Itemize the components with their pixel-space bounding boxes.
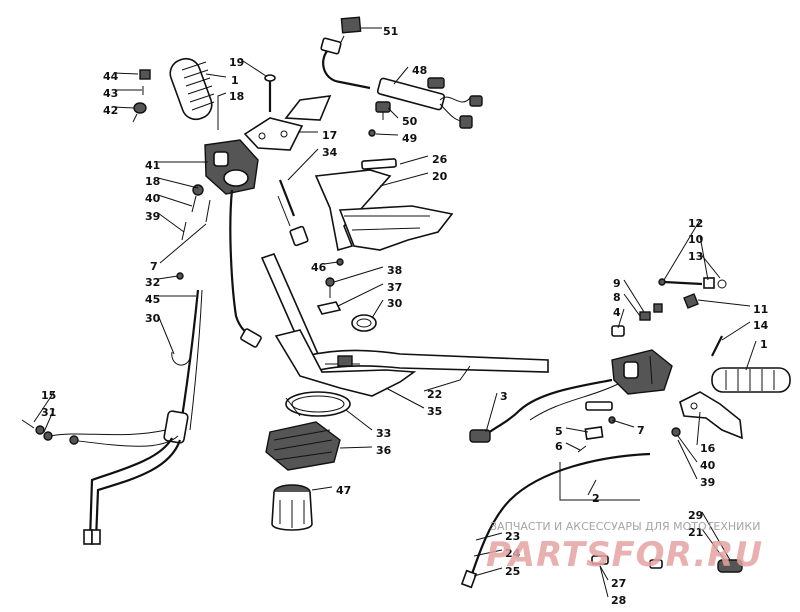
part-lower-hardware <box>591 555 743 573</box>
part-bolt-19 <box>264 74 276 112</box>
part-wiring-harness <box>320 37 483 129</box>
callout-22: 22 <box>427 388 442 401</box>
callout-26: 26 <box>432 153 448 166</box>
callout-33: 33 <box>376 427 391 440</box>
callout-1: 1 <box>231 74 239 87</box>
callout-45: 45 <box>145 293 160 306</box>
callout-50: 50 <box>402 115 418 128</box>
callout-27: 27 <box>611 577 626 590</box>
callout-1: 1 <box>760 338 768 351</box>
callout-42: 42 <box>103 104 118 117</box>
part-grip-sleeve <box>271 484 313 531</box>
part-small-hardware-left <box>132 69 151 123</box>
callout-8: 8 <box>613 291 621 304</box>
part-right-grip <box>711 367 791 393</box>
callout-39: 39 <box>145 210 160 223</box>
callout-20: 20 <box>432 170 448 183</box>
callout-11: 11 <box>753 303 768 316</box>
part-handlebar-pad <box>314 158 454 266</box>
callout-51: 51 <box>383 25 398 38</box>
callout-36: 36 <box>376 444 392 457</box>
callout-23: 23 <box>505 530 520 543</box>
part-throttle-cable <box>229 189 257 341</box>
callout-12: 12 <box>688 217 703 230</box>
callout-44: 44 <box>103 70 119 83</box>
parts-illustration <box>21 16 791 589</box>
callout-43: 43 <box>103 87 118 100</box>
part-right-switch-housing <box>611 303 673 395</box>
callout-18: 18 <box>145 175 160 188</box>
callout-24: 24 <box>505 547 521 560</box>
callout-46: 46 <box>311 261 327 274</box>
callout-9: 9 <box>613 277 621 290</box>
callout-19: 19 <box>229 56 244 69</box>
callout-38: 38 <box>387 264 402 277</box>
part-throttle-housing <box>181 139 259 241</box>
callout-21: 21 <box>688 526 703 539</box>
callout-3: 3 <box>500 390 508 403</box>
callout-40: 40 <box>145 192 161 205</box>
part-brake-lever <box>671 391 743 440</box>
callout-2: 2 <box>592 492 600 505</box>
part-handlebar <box>260 253 549 373</box>
callout-18: 18 <box>229 90 244 103</box>
callout-30: 30 <box>145 312 161 325</box>
callout-5: 5 <box>555 425 563 438</box>
watermark-logo: PARTSFOR.RU <box>486 535 763 575</box>
part-right-switch-cable <box>469 378 619 443</box>
callout-10: 10 <box>688 233 704 246</box>
callout-48: 48 <box>412 64 427 77</box>
callout-32: 32 <box>145 276 160 289</box>
part-left-cable-bundle <box>21 272 203 545</box>
callout-29: 29 <box>688 509 703 522</box>
callout-41: 41 <box>145 159 160 172</box>
leader-lines <box>33 27 757 598</box>
callout-6: 6 <box>555 440 563 453</box>
callout-16: 16 <box>700 442 716 455</box>
part-switch-clip <box>368 101 391 137</box>
part-brake-cable <box>460 452 651 589</box>
part-lever-bolt <box>658 277 727 289</box>
part-bracket-17 <box>243 95 332 151</box>
callout-40: 40 <box>700 459 716 472</box>
part-hardware-mid <box>316 277 377 332</box>
watermark: ЗАПЧАСТИ И АКСЕССУАРЫ ДЛЯ МОТОТЕХНИКИ PA… <box>486 520 763 575</box>
part-left-grip <box>169 57 215 121</box>
part-brake-switch <box>277 179 309 247</box>
callout-31: 31 <box>41 406 56 419</box>
callout-4: 4 <box>613 306 621 319</box>
part-riser-bracket <box>274 329 417 397</box>
callout-15: 15 <box>41 389 56 402</box>
watermark-caption: ЗАПЧАСТИ И АКСЕССУАРЫ ДЛЯ МОТОТЕХНИКИ <box>490 520 760 533</box>
callout-13: 13 <box>688 250 703 263</box>
callout-7: 7 <box>637 424 645 437</box>
callout-37: 37 <box>387 281 402 294</box>
callout-34: 34 <box>322 146 338 159</box>
callout-35: 35 <box>427 405 442 418</box>
callout-49: 49 <box>402 132 417 145</box>
callout-25: 25 <box>505 565 520 578</box>
callout-39: 39 <box>700 476 715 489</box>
part-connector-plate <box>339 16 362 45</box>
callout-30: 30 <box>387 297 403 310</box>
callout-14: 14 <box>753 319 769 332</box>
part-strap <box>285 391 351 417</box>
callout-17: 17 <box>322 129 337 142</box>
part-small-plate-5 <box>577 426 604 453</box>
callout-47: 47 <box>336 484 351 497</box>
part-lever-clip <box>683 293 723 357</box>
callout-7: 7 <box>150 260 158 273</box>
callout-28: 28 <box>611 594 626 607</box>
part-crossbar-pad <box>265 421 341 471</box>
